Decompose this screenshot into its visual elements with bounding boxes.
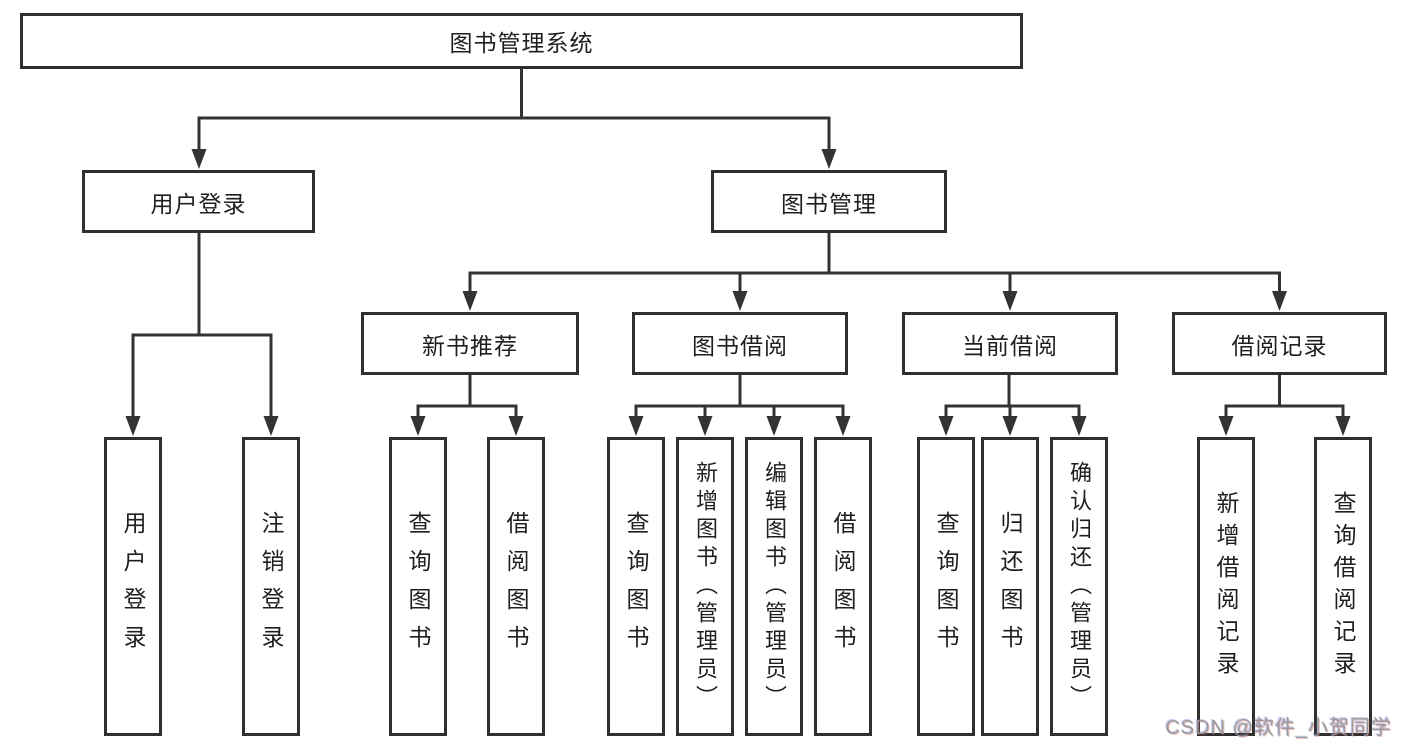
node-leaf-borrow-query-books: 查询图书 [607,437,665,736]
node-label: 图书借阅 [692,332,788,359]
node-leaf-query-borrow-record: 查询借阅记录 [1314,437,1372,736]
node-leaf-edit-books-admin: 编辑图书（管理员） [745,437,803,736]
node-leaf-current-query-books: 查询图书 [917,437,975,736]
node-label: 归还图书 [997,510,1023,663]
node-label: 编辑图书（管理员） [762,460,787,713]
node-leaf-confirm-return-admin: 确认归还（管理员） [1050,437,1108,736]
node-leaf-add-books-admin: 新增图书（管理员） [676,437,734,736]
node-label: 查询借阅记录 [1330,490,1356,683]
node-leaf-return-books: 归还图书 [981,437,1039,736]
node-borrowing-records: 借阅记录 [1172,312,1387,375]
node-label: 新增借阅记录 [1213,490,1239,683]
node-label: 新增图书（管理员） [693,460,718,713]
node-label: 借阅记录 [1231,332,1328,359]
node-book-management: 图书管理 [711,170,947,233]
node-label: 注销登录 [258,510,284,663]
node-label: 查询图书 [405,510,431,663]
node-user-login: 用户登录 [82,170,315,233]
node-label: 新书推荐 [422,332,518,359]
node-book-borrowing: 图书借阅 [632,312,848,375]
node-current-borrowing: 当前借阅 [902,312,1118,375]
node-leaf-recommend-borrow-books: 借阅图书 [487,437,545,736]
node-label: 图书管理 [781,190,877,217]
node-leaf-borrow-books: 借阅图书 [814,437,872,736]
node-leaf-user-login: 用户登录 [104,437,162,736]
node-label: 当前借阅 [962,332,1058,359]
node-leaf-logout: 注销登录 [242,437,300,736]
node-leaf-recommend-query-books: 查询图书 [389,437,447,736]
node-label: 用户登录 [120,510,146,663]
csdn-watermark: CSDN @软件_小贺同学 [1165,717,1392,739]
node-label: 借阅图书 [503,510,529,663]
node-label: 图书管理系统 [449,30,594,56]
node-leaf-add-borrow-record: 新增借阅记录 [1197,437,1255,736]
node-label: 用户登录 [150,190,247,217]
node-new-book-recommend: 新书推荐 [361,312,579,375]
node-label: 借阅图书 [830,510,856,663]
node-library-system: 图书管理系统 [20,13,1023,69]
node-label: 查询图书 [933,510,959,663]
node-label: 确认归还（管理员） [1067,460,1092,713]
node-label: 查询图书 [623,510,649,663]
